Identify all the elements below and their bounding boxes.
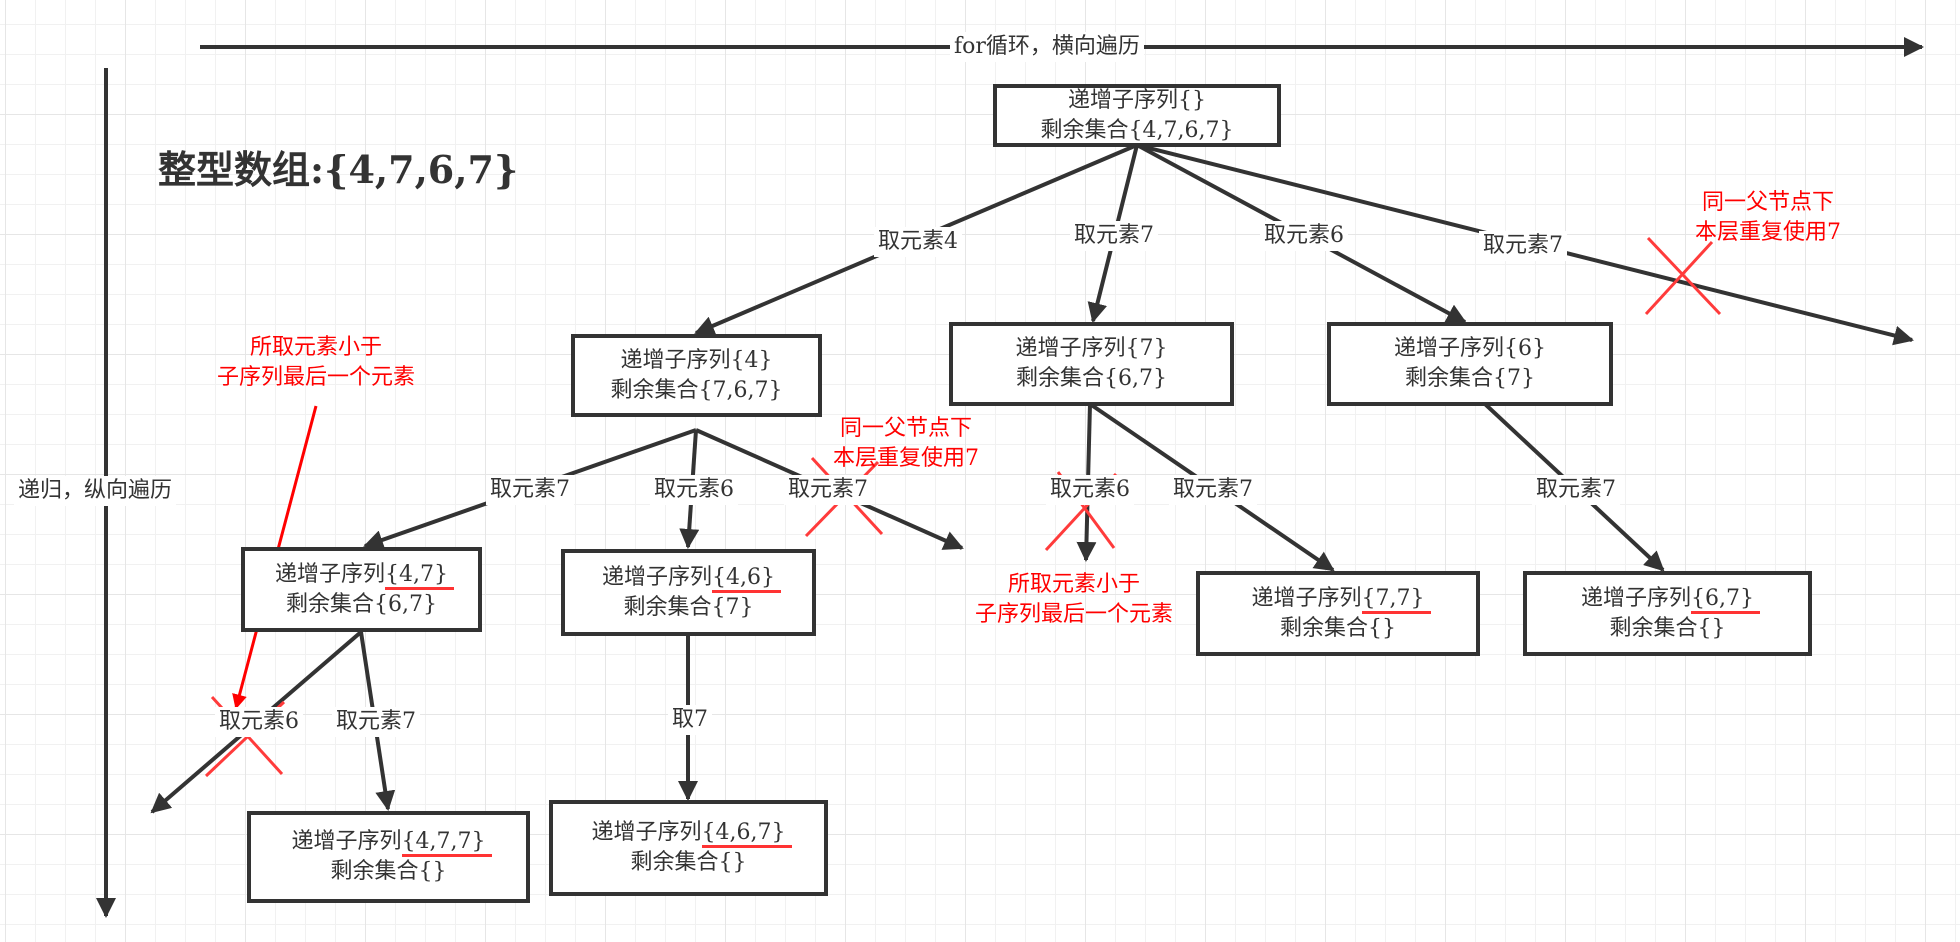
edge-label-n4-n47: 取元素7 (486, 475, 574, 505)
remaining-set-value: {} (1368, 615, 1396, 641)
remaining-set-value: {6,7} (374, 591, 437, 617)
edge-label-n46-n467: 取7 (668, 705, 712, 735)
node-n67[interactable]: 递增子序列{6,7} 剩余集合{} (1523, 571, 1812, 656)
remaining-set-value: {} (718, 850, 747, 875)
edge-label-n7-n77: 取元素7 (1169, 475, 1257, 505)
edge-label-root-n4: 取元素4 (874, 227, 962, 257)
remaining-set-value: {} (418, 859, 447, 884)
subsequence-value: {} (1178, 87, 1206, 113)
node-n467[interactable]: 递增子序列{4,6,7} 剩余集合{} (549, 800, 828, 896)
prune-cross-root-7 (1644, 236, 1722, 316)
note-same-level-duplicate-top: 同一父节点下 本层重复使用7 (1695, 190, 1841, 245)
node-n6[interactable]: 递增子序列{6} 剩余集合{7} (1327, 322, 1613, 406)
remaining-set-value: {7} (1493, 366, 1535, 391)
subsequence-value: {6,7} (1691, 584, 1760, 614)
node-n46[interactable]: 递增子序列{4,6} 剩余集合{7} (561, 549, 816, 636)
edge-label-root-pruned: 取元素7 (1479, 231, 1567, 261)
node-n7[interactable]: 递增子序列{7} 剩余集合{6,7} (949, 322, 1234, 406)
edge-label-n4-pruned: 取元素7 (784, 475, 872, 505)
subsequence-value: {4,6} (712, 563, 781, 593)
node-n477[interactable]: 递增子序列{4,7,7} 剩余集合{} (247, 811, 530, 903)
subsequence-value: {7,7} (1361, 584, 1431, 614)
note-smaller-than-last-left: 所取元素小于 子序列最后一个元素 (216, 335, 416, 390)
note-same-level-duplicate-mid: 同一父节点下 本层重复使用7 (833, 416, 979, 471)
subsequence-value: {4} (730, 347, 773, 373)
horizontal-axis-label: for循环，横向遍历 (950, 32, 1144, 62)
edge-label-n4-n46: 取元素6 (650, 475, 738, 505)
node-n47[interactable]: 递增子序列{4,7} 剩余集合{6,7} (241, 547, 482, 632)
remaining-set-value: {6,7} (1104, 366, 1167, 391)
edge-label-n6-n67: 取元素7 (1532, 475, 1620, 505)
remaining-set-value: {4,7,6,7} (1128, 117, 1234, 143)
edge-label-n47-n477: 取元素7 (332, 707, 420, 737)
remaining-set-value: {} (1697, 615, 1726, 641)
subsequence-value: {4,7,7} (401, 827, 492, 857)
subsequence-value: {7} (1125, 336, 1168, 361)
edge-label-n7-pruned: 取元素6 (1046, 475, 1134, 505)
vertical-axis-label: 递归，纵向遍历 (14, 476, 177, 506)
note-smaller-than-last-mid: 所取元素小于 子序列最后一个元素 (974, 572, 1174, 627)
remaining-set-value: {7,6,7} (698, 377, 783, 403)
edge-label-root-n7: 取元素7 (1070, 221, 1158, 251)
node-n77[interactable]: 递增子序列{7,7} 剩余集合{} (1196, 571, 1480, 656)
remaining-set-value: {7} (711, 594, 754, 620)
edge-label-root-n6: 取元素6 (1260, 221, 1348, 251)
array-title: 整型数组:{4,7,6,7} (158, 147, 519, 192)
node-root[interactable]: 递增子序列{} 剩余集合{4,7,6,7} (993, 84, 1281, 147)
node-n4[interactable]: 递增子序列{4} 剩余集合{7,6,7} (571, 334, 822, 417)
subsequence-value: {6} (1504, 336, 1546, 361)
subsequence-value: {4,6,7} (701, 818, 792, 848)
edge-label-n47-pruned: 取元素6 (215, 707, 303, 737)
subsequence-value: {4,7} (385, 560, 454, 590)
